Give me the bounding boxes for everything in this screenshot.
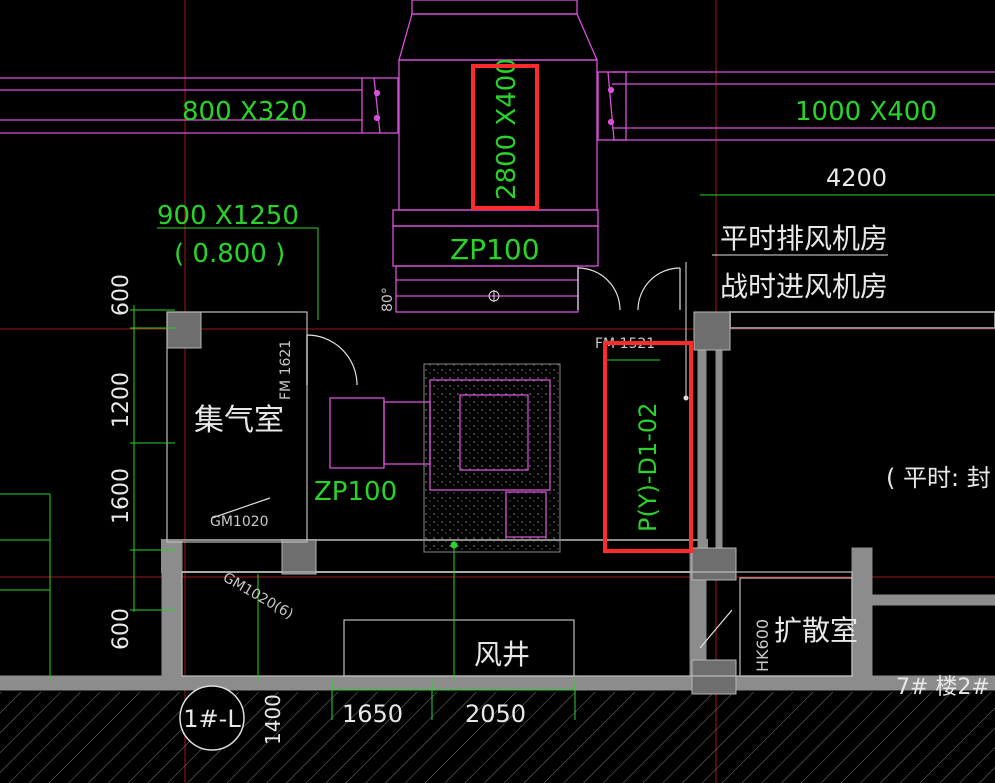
label-fan-top: ZP100 (450, 233, 540, 266)
axis-bubble: 1#-L (179, 685, 245, 751)
label-room-diffuser: 扩散室 (774, 614, 858, 647)
columns (166, 311, 737, 695)
label-dim-v4: 600 (109, 608, 134, 650)
label-note-right: ( 平时: 封 (886, 464, 991, 492)
label-room-exhaust-1: 平时排风机房 (720, 222, 888, 255)
label-dim-h1: 1650 (342, 700, 403, 728)
highlight-boxes (471, 64, 693, 553)
label-dim-v1: 600 (109, 274, 134, 316)
label-room-plenum: 集气室 (194, 403, 284, 438)
label-door-gm: GM1020 (210, 514, 269, 530)
label-dim-4200: 4200 (826, 164, 887, 192)
label-duct-branch: 900 X1250 (157, 201, 299, 231)
label-dim-v3: 1600 (109, 468, 134, 524)
label-room-exhaust-2: 战时进风机房 (720, 270, 888, 303)
label-equipment-tag: P(Y)-D1-02 (634, 403, 662, 532)
label-angle-mark: 80° (380, 287, 396, 312)
label-duct-right: 1000 X400 (795, 97, 937, 127)
label-dim-v5: 1400 (261, 694, 285, 745)
axis-bubble-label: 1#-L (183, 705, 241, 733)
leader-white (685, 254, 888, 398)
label-duct-branch-elev: ( 0.800 ) (174, 239, 285, 269)
label-dim-v2: 1200 (109, 372, 134, 428)
lower-hatch (0, 692, 995, 783)
label-duct-left: 800 X320 (182, 97, 307, 127)
highlight-equipment-tag (603, 341, 693, 553)
label-door-fm1: FM 1621 (278, 340, 294, 400)
leader-lines (0, 194, 995, 720)
label-room-shaft: 风井 (474, 638, 530, 671)
label-building-note: 7# 楼2# 楼 (896, 675, 995, 700)
symbols (450, 290, 689, 549)
label-fan-left: ZP100 (314, 477, 397, 507)
room-outlines (166, 311, 853, 677)
highlight-duct-size (471, 64, 539, 210)
doors (211, 267, 733, 649)
label-duct-center: 2800 X400 (492, 58, 522, 200)
damper-marks (373, 71, 615, 141)
equipment-base (423, 363, 561, 553)
label-door-hk: HK600 (753, 619, 772, 672)
label-dim-h2: 2050 (465, 700, 526, 728)
